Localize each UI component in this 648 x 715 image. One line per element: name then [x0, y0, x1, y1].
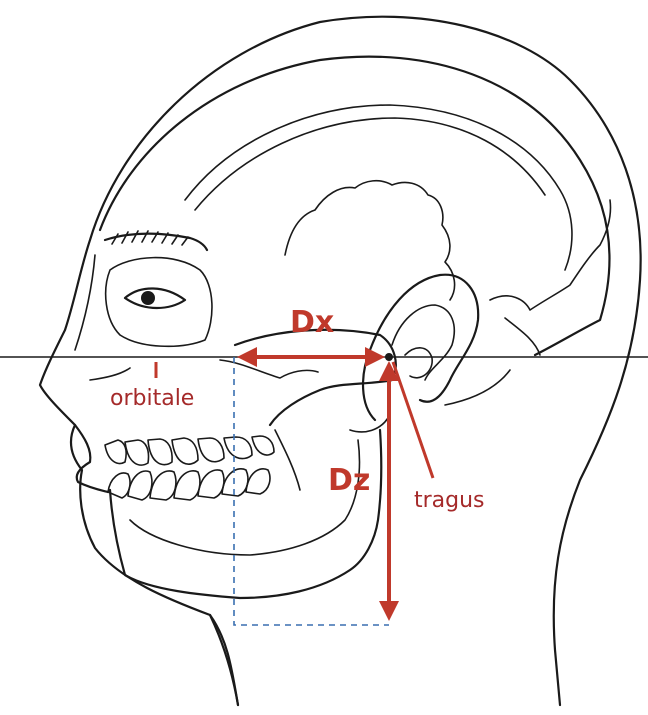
orbitale-label: orbitale — [110, 386, 194, 411]
eye-pupil — [141, 291, 155, 305]
eye-outline — [125, 288, 185, 308]
lower-teeth — [108, 469, 270, 500]
mandible-inner-outline — [130, 440, 359, 555]
head-outline — [40, 17, 641, 705]
tragus-label: tragus — [414, 488, 485, 513]
dx-label: Dx — [290, 305, 334, 340]
ear-canal-outline — [405, 348, 432, 378]
tragus-pointer-line — [393, 362, 433, 478]
ear-inner-outline — [392, 305, 454, 380]
tragus-point — [385, 353, 393, 361]
nasal-bone-outline — [75, 255, 130, 380]
coronoid-outline — [275, 430, 300, 490]
skull-suture-line-2 — [505, 318, 540, 355]
orbit-outline — [106, 258, 212, 347]
lip-profile — [75, 425, 108, 492]
cranium-inner-outline — [185, 105, 572, 270]
neck-front-outline — [210, 615, 238, 705]
upper-teeth — [105, 436, 274, 465]
cranium-inner-outline-2 — [195, 118, 545, 210]
dz-label: Dz — [328, 463, 370, 498]
temporal-bone-outline — [285, 181, 455, 300]
skull-suture-line — [490, 200, 611, 310]
